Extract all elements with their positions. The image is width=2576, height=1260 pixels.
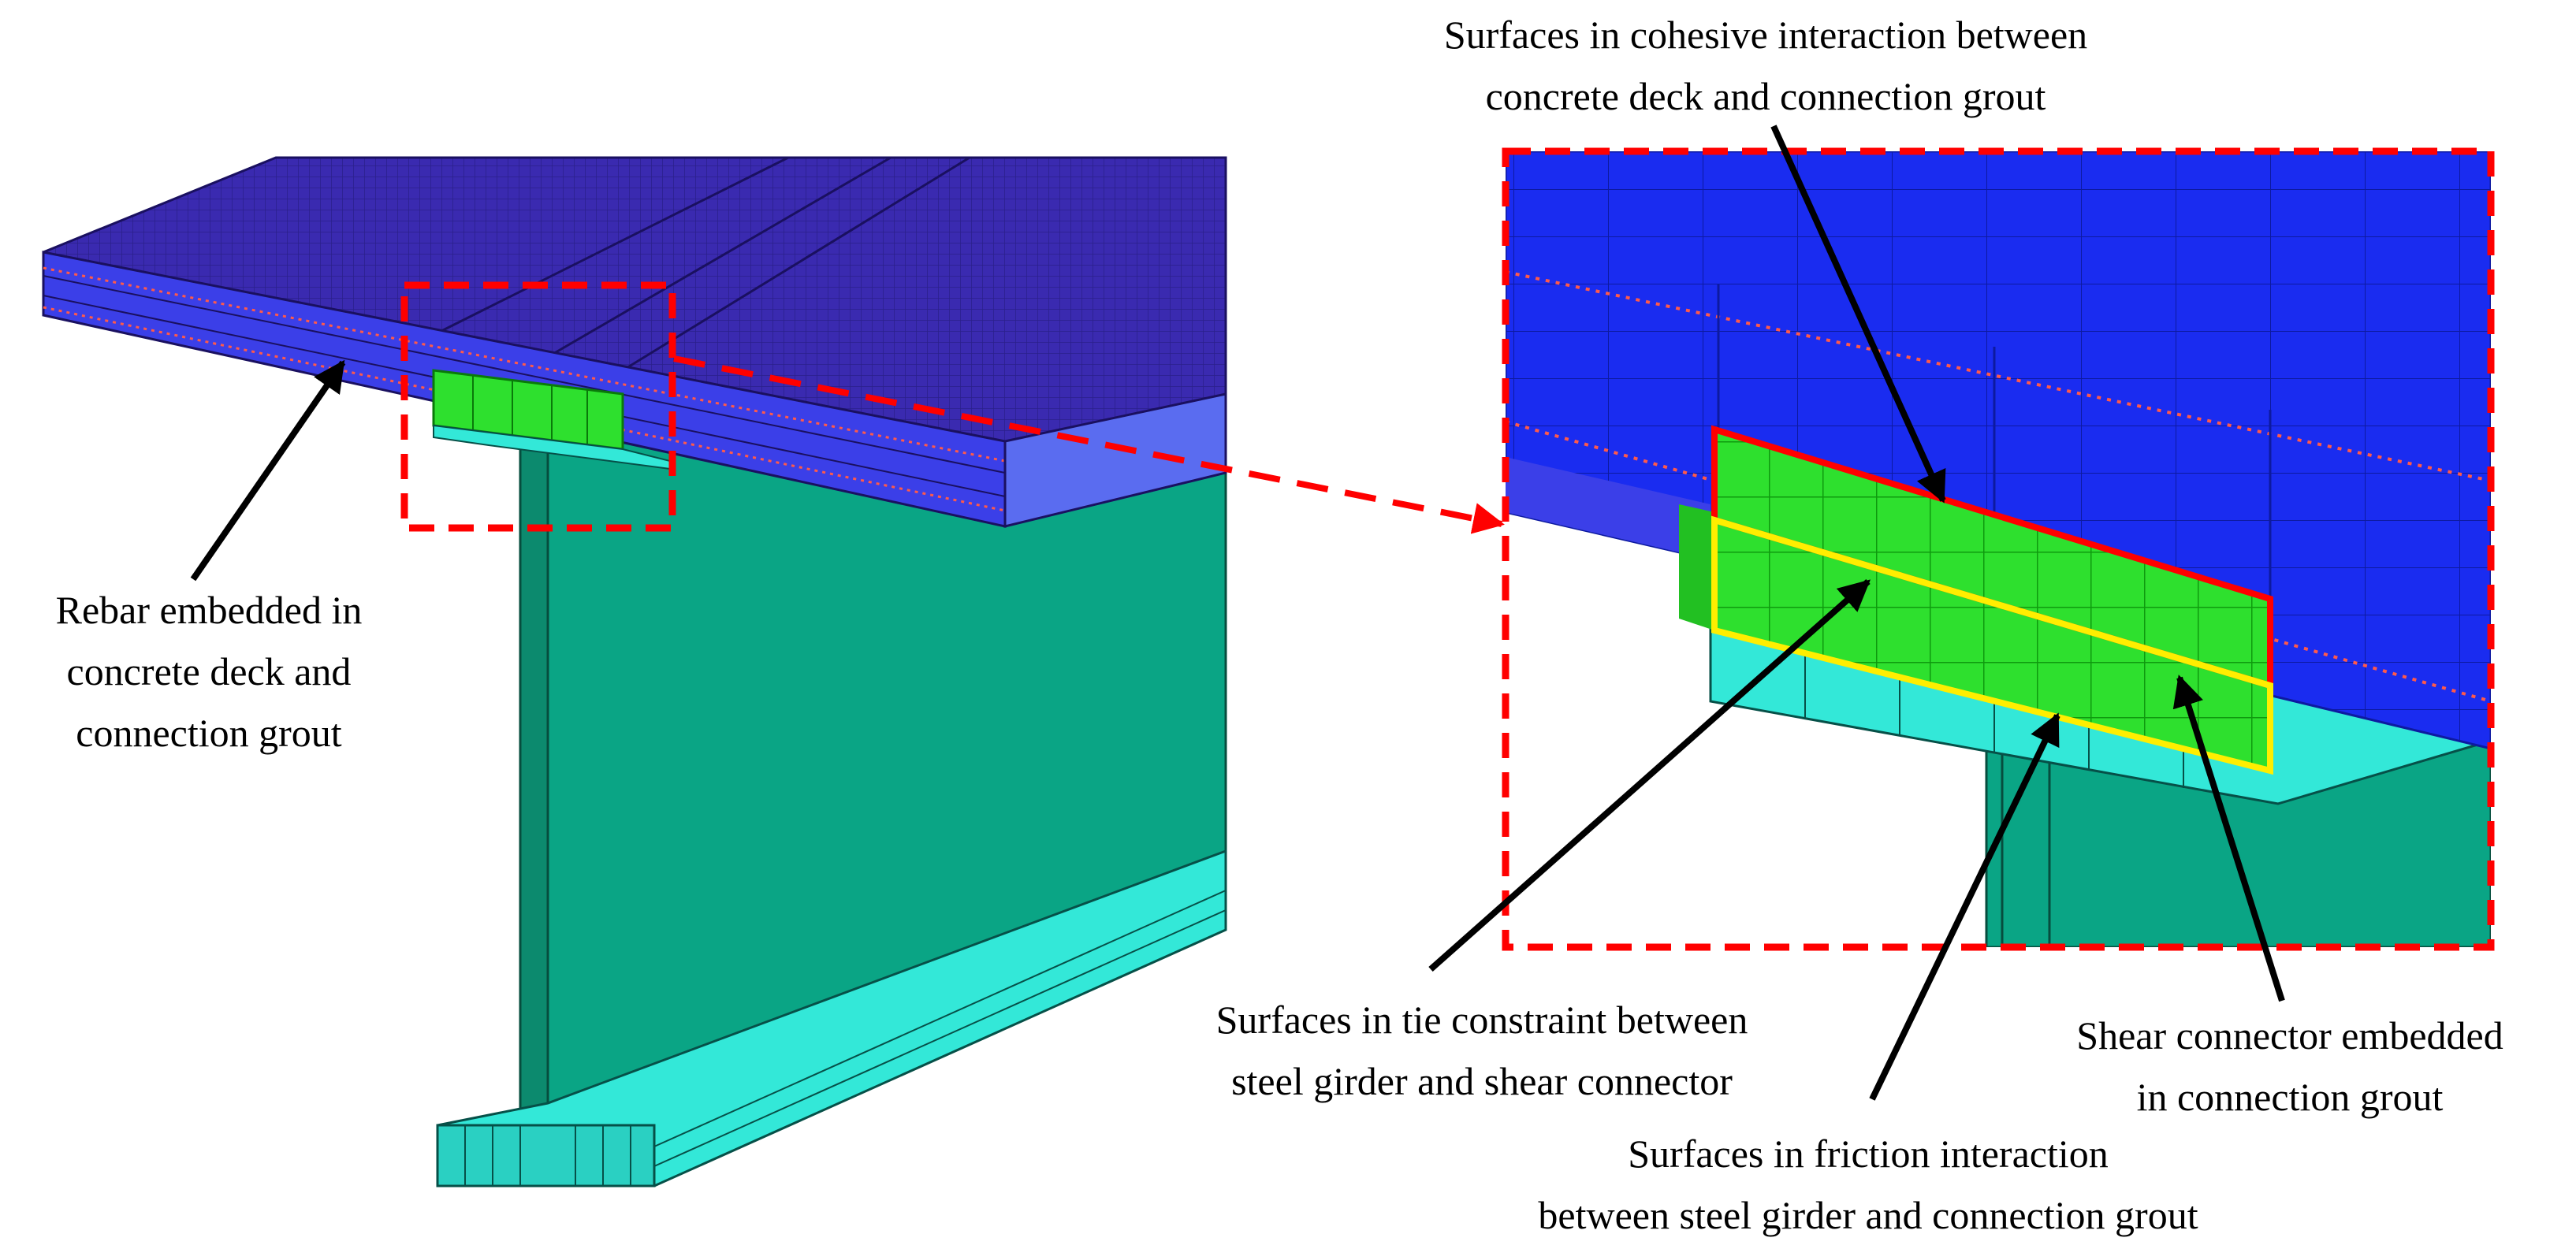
arrow-friction (1869, 712, 2060, 1101)
girder-bottom-flange-front (436, 1124, 656, 1188)
girder-web-edge (519, 440, 549, 1136)
friction-surface-outline (1711, 515, 2273, 775)
label-rebar: Rebar embedded in concrete deck and conn… (55, 588, 363, 755)
callout-box-right (1502, 147, 2495, 951)
label-tie: Surfaces in tie constraint between steel… (1215, 998, 1748, 1103)
magnify-arrow (673, 355, 1505, 534)
arrow-cohesive (1770, 125, 1946, 504)
arrow-shear (2172, 675, 2285, 1002)
arrow-tie (1428, 579, 1871, 972)
arrow-rebar (190, 359, 346, 582)
label-shear: Shear connector embedded in connection g… (2076, 1013, 2503, 1119)
callout-box-left (400, 281, 676, 532)
right-view (1502, 147, 2495, 951)
label-cohesive: Surfaces in cohesive interaction between… (1443, 13, 2088, 118)
label-friction: Surfaces in friction interaction between… (1538, 1132, 2198, 1237)
left-view (42, 156, 1227, 1188)
